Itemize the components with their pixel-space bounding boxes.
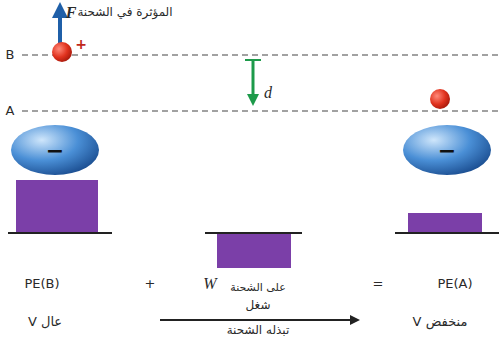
charge-sign: − [10, 124, 100, 176]
energy-bar [16, 180, 98, 232]
baseline [8, 232, 112, 234]
process-label: شغل [246, 299, 271, 312]
work-subscript: على الشحنة [230, 282, 285, 294]
distance-arrow [252, 60, 255, 100]
potential-note: V منخفض [413, 315, 468, 329]
energy-bar [408, 213, 482, 232]
distance-arrow [245, 59, 261, 61]
level-name: B [6, 48, 15, 62]
charged-sphere: − [10, 124, 100, 176]
baseline [395, 232, 499, 234]
test-charge [52, 42, 72, 62]
process-label: تبذله الشحنة [227, 324, 290, 337]
energy-bar [217, 233, 291, 268]
sphere-body [11, 125, 99, 175]
process-arrow [160, 319, 355, 321]
force-symbol: F [66, 4, 77, 22]
baseline [205, 232, 302, 234]
charge-sign: + [75, 37, 87, 52]
potential-note: V عال [28, 315, 62, 329]
distance-symbol: d [264, 84, 272, 102]
test-charge [430, 89, 450, 109]
operator: + [145, 277, 156, 291]
sphere-body [403, 125, 491, 175]
charged-sphere: − [402, 124, 492, 176]
force-arrow [58, 10, 62, 44]
operator: = [373, 277, 384, 291]
level-b-line [22, 54, 499, 55]
level-name: A [6, 104, 15, 118]
level-a-line [22, 110, 499, 111]
force-caption: المؤثرة في الشحنة [77, 6, 172, 19]
energy-term: PE(A) [437, 277, 472, 291]
work-symbol: W [203, 275, 216, 293]
energy-term: PE(B) [24, 277, 59, 291]
charge-sign: − [402, 124, 492, 176]
